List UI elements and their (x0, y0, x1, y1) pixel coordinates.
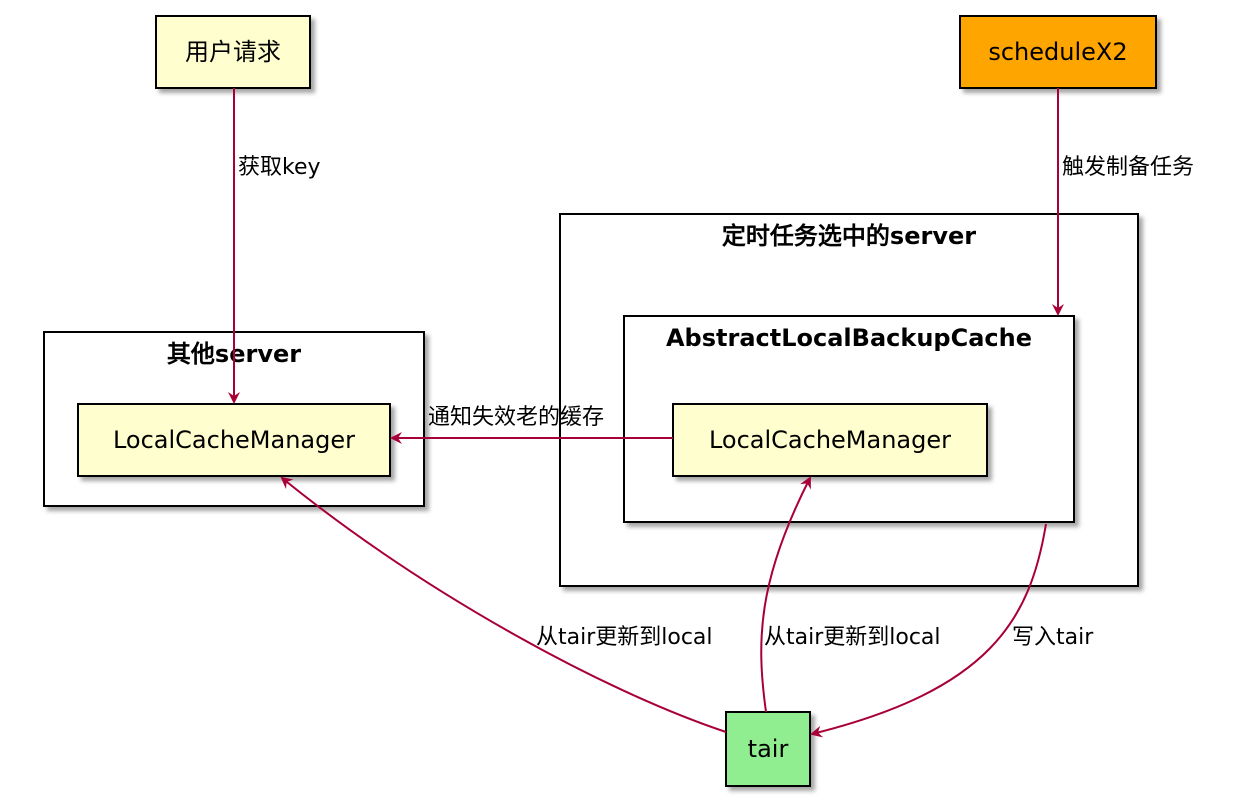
edge-write-tair-label: 写入tair (1012, 625, 1094, 650)
node-schedulex2: scheduleX2 (959, 15, 1157, 89)
edge-update-left-label: 从tair更新到local (536, 625, 713, 650)
edge-update-right (760, 476, 811, 713)
node-user-request-label: 用户请求 (185, 38, 281, 66)
node-selected-local-cache-manager-label: LocalCacheManager (709, 426, 951, 454)
node-user-request: 用户请求 (155, 15, 311, 89)
node-other-local-cache-manager-label: LocalCacheManager (113, 426, 355, 454)
edge-trigger-label: 触发制备任务 (1062, 155, 1194, 180)
group-selected-server-title: 定时任务选中的server (722, 222, 976, 250)
node-tair-label: tair (748, 735, 789, 763)
edge-get-key-label: 获取key (238, 155, 321, 180)
node-tair: tair (725, 711, 811, 787)
edge-notify-label: 通知失效老的缓存 (428, 405, 604, 430)
edge-update-left (280, 476, 727, 733)
node-selected-local-cache-manager: LocalCacheManager (672, 403, 988, 477)
edge-update-right-label: 从tair更新到local (764, 625, 941, 650)
node-schedulex2-label: scheduleX2 (988, 38, 1127, 66)
node-other-local-cache-manager: LocalCacheManager (77, 403, 391, 477)
group-abstract-cache-title: AbstractLocalBackupCache (666, 324, 1032, 352)
edge-write-tair (810, 523, 1047, 738)
